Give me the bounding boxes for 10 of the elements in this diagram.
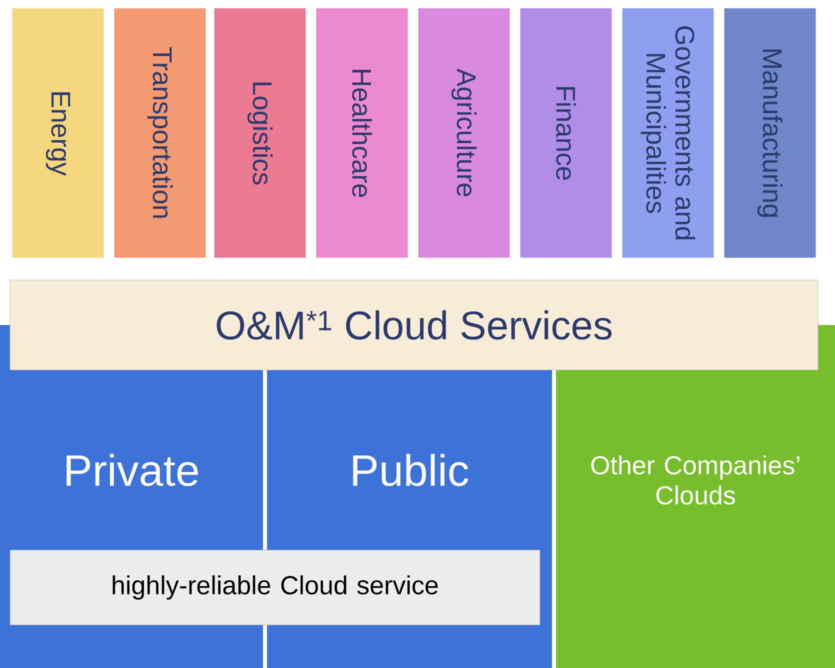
sector-column: Finance	[520, 8, 612, 258]
service-band: O&M$^{*1}$ Cloud Services	[10, 280, 818, 370]
sector-column: Healthcare	[316, 8, 408, 258]
sector-column: Logistics	[214, 8, 306, 258]
sector-column: Transportation	[114, 8, 206, 258]
sector-column: Energy	[12, 8, 104, 258]
service-box: highly-reliable Cloud service	[10, 550, 540, 626]
sector-column: Agriculture	[418, 8, 510, 258]
sector-column: Governments and Municipalities	[622, 8, 714, 258]
sector-column: Manufacturing	[724, 8, 816, 258]
